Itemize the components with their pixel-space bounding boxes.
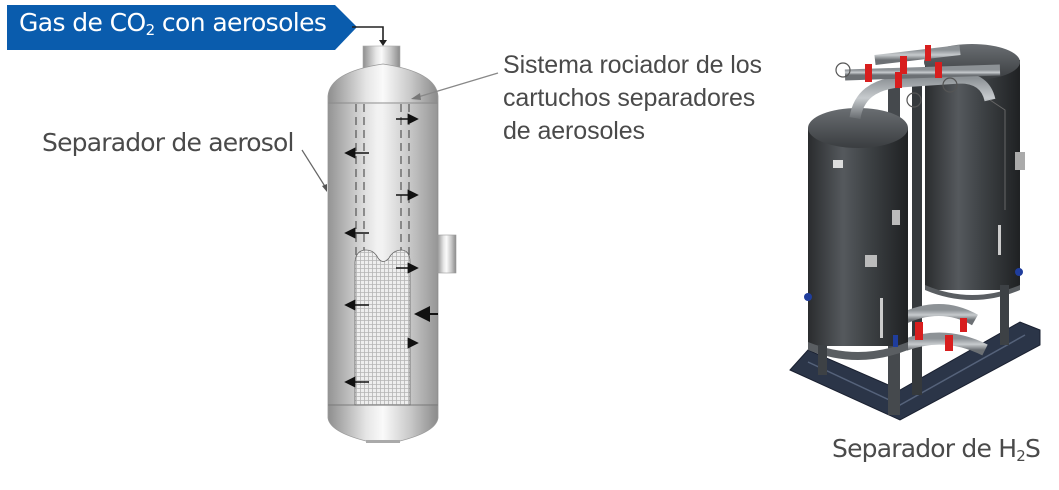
gas-inlet-banner (7, 5, 357, 50)
aerosol-separator-label: Separador de aerosol (42, 128, 294, 157)
spray-system-label: Sistema rociador de los cartuchos separa… (503, 49, 762, 148)
aerosol-separator-vessel (327, 45, 457, 443)
gas-inlet-banner-label: Gas de CO2 con aerosoles (19, 8, 327, 39)
h2s-separator-label: Separador de H2S (832, 434, 1041, 465)
flow-arrows (344, 113, 438, 388)
spray-system-label-line: Sistema rociador de los (503, 51, 762, 79)
inlet-pipe-arrow (352, 26, 387, 46)
spray-system-label-line: de aerosoles (503, 117, 645, 145)
aerosol-leader-line (301, 149, 327, 189)
spray-leader-line (417, 72, 499, 98)
lifting-lugs (804, 268, 1023, 347)
mesh-cartridge (354, 249, 411, 406)
h2s-separator-skid (789, 44, 1041, 421)
red-valve-flanges (865, 45, 942, 88)
spray-system-label-line: cartuchos separadores (503, 84, 756, 112)
